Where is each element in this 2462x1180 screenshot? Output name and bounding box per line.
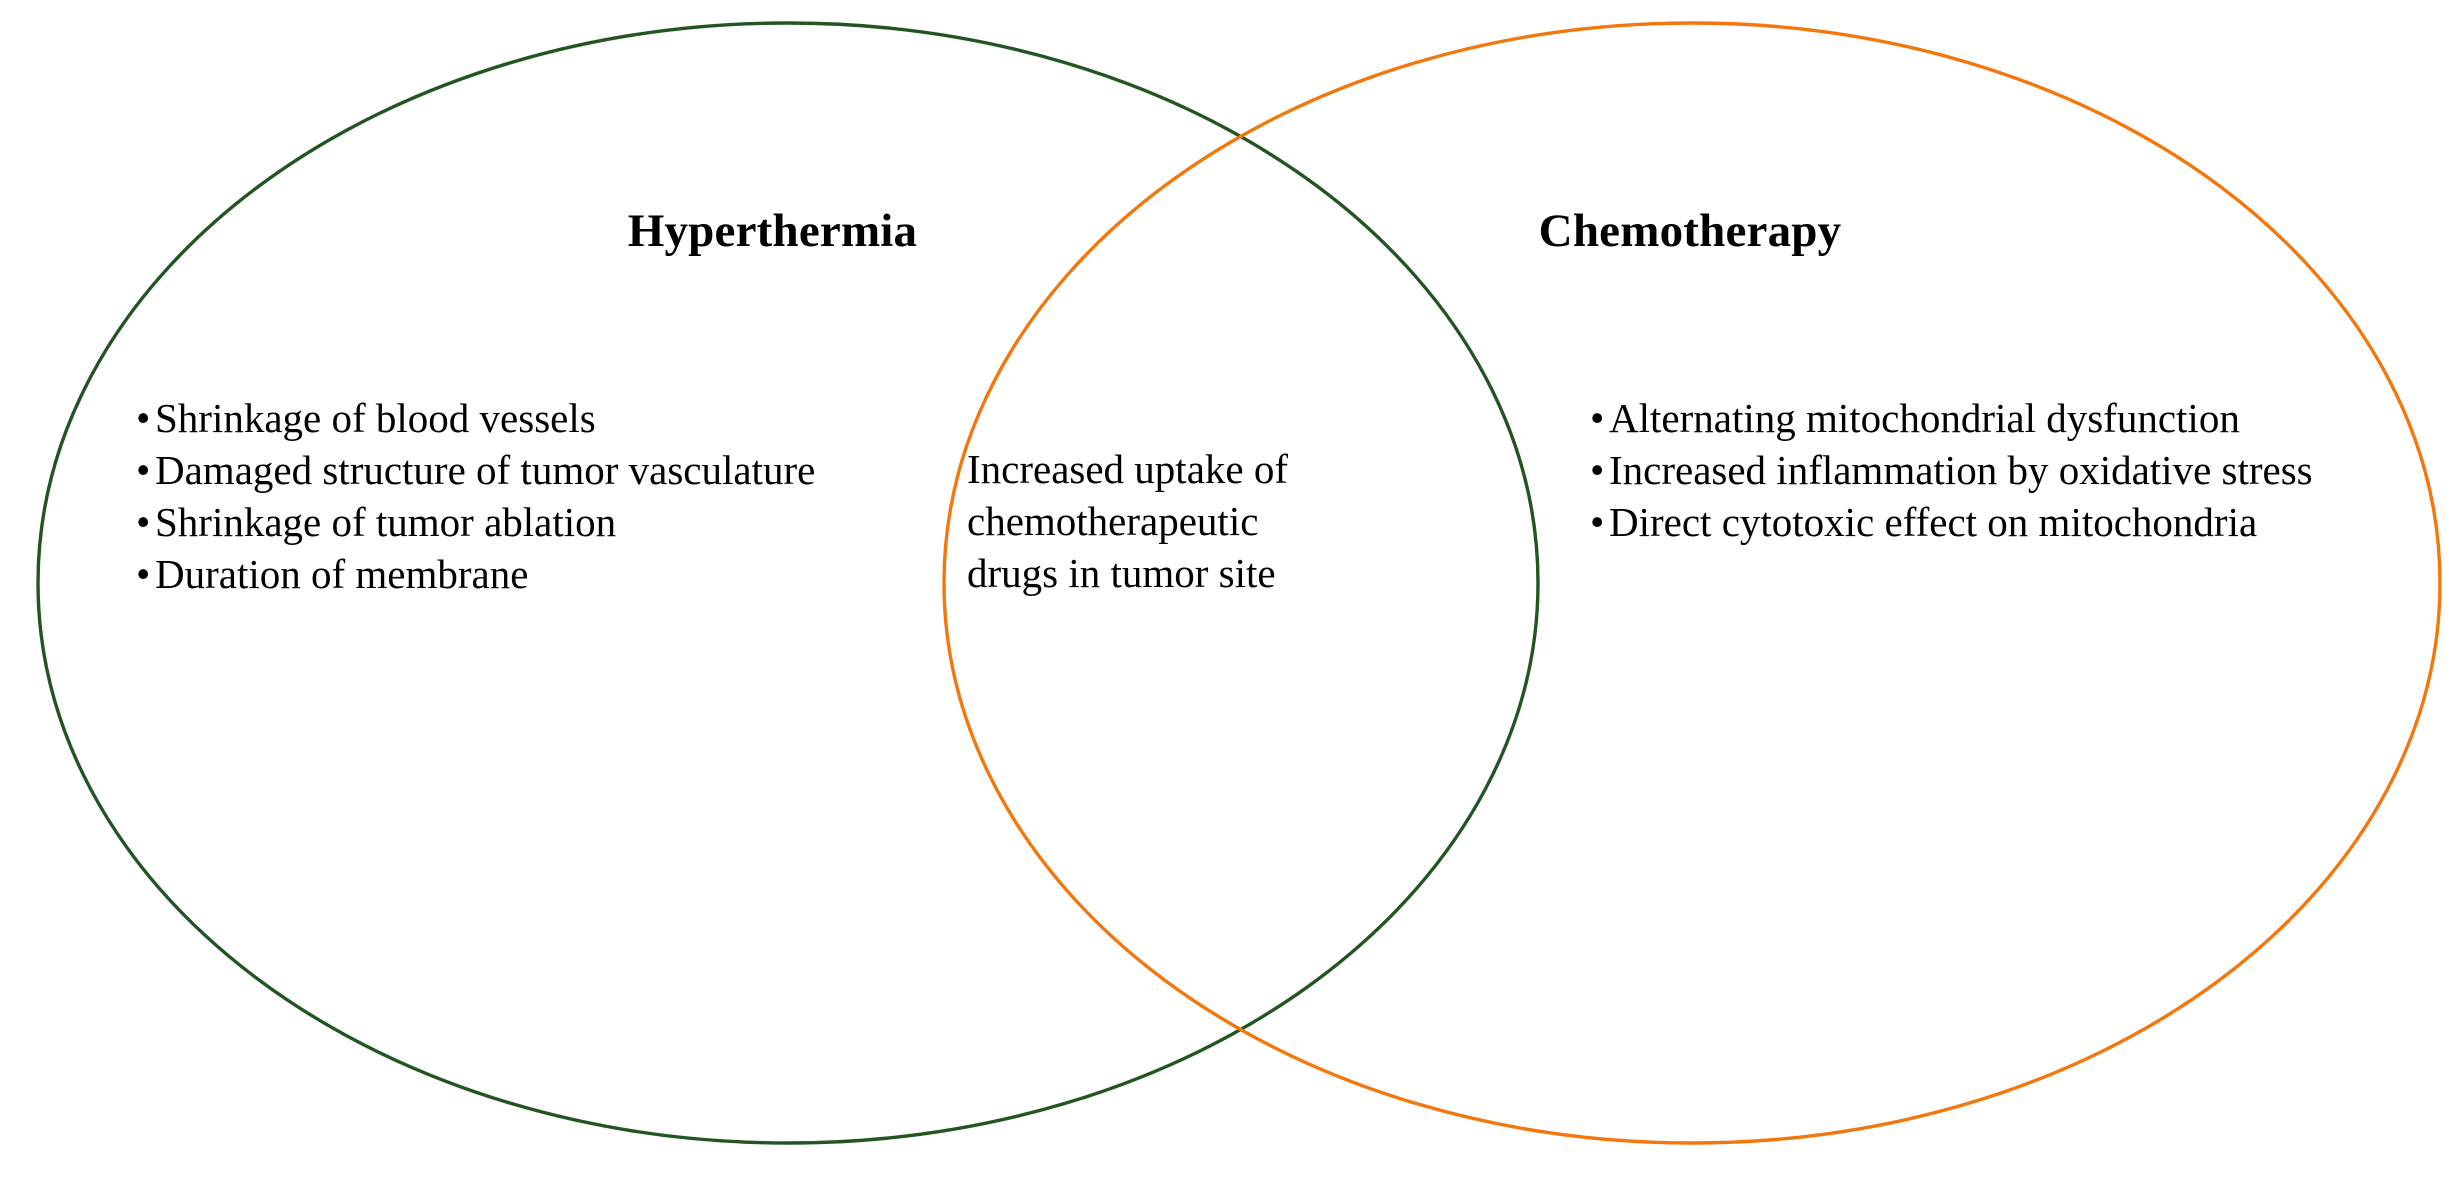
bullet-icon: •: [1590, 499, 1605, 545]
list-item-label: Shrinkage of blood vessels: [155, 395, 596, 441]
bullet-icon: •: [136, 447, 151, 493]
list-item: • Alternating mitochondrial dysfunction: [1590, 392, 2390, 444]
bullet-icon: •: [1590, 395, 1605, 441]
left-set-ellipse: [36, 21, 1540, 1145]
right-set-title: Chemotherapy: [1538, 205, 1842, 257]
list-item: • Duration of membrane: [136, 548, 926, 600]
list-item: • Increased inflammation by oxidative st…: [1590, 444, 2390, 496]
list-item-label: Damaged structure of tumor vasculature: [155, 447, 816, 493]
list-item-label: Shrinkage of tumor ablation: [155, 499, 617, 545]
bullet-icon: •: [136, 499, 151, 545]
list-item: • Shrinkage of tumor ablation: [136, 496, 926, 548]
list-item-label: Duration of membrane: [155, 551, 529, 597]
intersection-line: chemotherapeutic: [967, 498, 1259, 544]
list-item-label: Direct cytotoxic effect on mitochondria: [1609, 499, 2258, 545]
list-item-label: Increased inflammation by oxidative stre…: [1609, 447, 2313, 493]
list-item: • Damaged structure of tumor vasculature: [136, 444, 926, 496]
bullet-icon: •: [136, 551, 151, 597]
bullet-icon: •: [136, 395, 151, 441]
left-set-title: Hyperthermia: [627, 205, 918, 257]
bullet-icon: •: [1590, 447, 1605, 493]
right-set-bullet-list: • Alternating mitochondrial dysfunction …: [1590, 392, 2390, 548]
list-item: • Direct cytotoxic effect on mitochondri…: [1590, 496, 2390, 548]
intersection-line: Increased uptake of: [967, 446, 1288, 492]
list-item: • Shrinkage of blood vessels: [136, 392, 926, 444]
left-set-bullet-list: • Shrinkage of blood vessels • Damaged s…: [136, 392, 926, 600]
list-item-label: Alternating mitochondrial dysfunction: [1609, 395, 2240, 441]
intersection-line: drugs in tumor site: [967, 550, 1276, 596]
intersection-text: Increased uptake of chemotherapeutic dru…: [967, 443, 1427, 599]
right-set-ellipse: [942, 21, 2442, 1145]
